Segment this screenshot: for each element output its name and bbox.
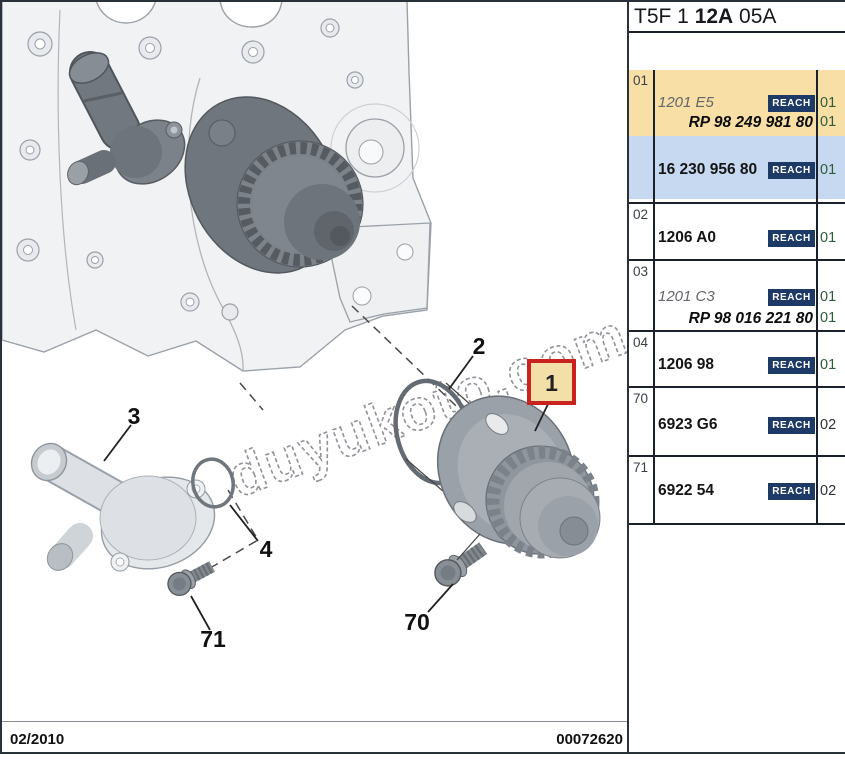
water-pump-art [405,382,601,559]
callout-3-label[interactable]: 3 [128,403,141,429]
ref-number: 71 [633,460,649,475]
bolt-71-art [167,561,215,597]
part-number[interactable]: 1206 A0 [658,229,717,246]
part-number[interactable]: 6922 54 [658,482,715,499]
column-divider [653,388,655,455]
table-section-70: 70 6923 G6 REACH 02 [629,388,845,457]
callout-1-label: 1 [545,370,558,396]
quantity: 02 [820,417,837,433]
column-divider [653,332,655,386]
ref-number: 03 [633,264,649,279]
replacement-part-number[interactable]: RP 98 249 981 80 [688,114,813,131]
quantity: 01 [820,114,837,130]
table-section-01: 01 1201 E5 REACH 01 RP 98 249 981 80 01 … [629,70,845,204]
column-divider [816,388,818,455]
reach-badge[interactable]: REACH [768,289,815,306]
part-number[interactable]: 1201 E5 [658,94,714,111]
ref-number: 01 [633,73,649,88]
column-divider [816,70,818,202]
page-border-bottom [0,752,845,754]
quantity: 01 [820,230,837,246]
thermostat-housing-art [30,442,216,572]
table-section-03: 03 1201 C3 REACH 01 RP 98 016 221 80 01 [629,261,845,332]
callout-leader-lines [103,355,550,631]
part-number[interactable]: 6923 G6 [658,416,718,433]
edition-date: 02/2010 [10,731,65,748]
column-divider [653,261,655,330]
column-divider [653,70,655,202]
table-section-04: 04 1206 98 REACH 01 [629,332,845,388]
column-divider [816,457,818,523]
footer-divider [2,721,627,722]
parts-table-panel: T5F 1 12A 05A 01 1201 E5 REACH 01 RP 98 … [629,2,845,753]
quantity: 01 [820,162,837,178]
quantity: 01 [820,95,837,111]
part-number[interactable]: 16 230 956 80 [658,161,758,178]
quantity: 01 [820,357,837,373]
callout-2-label[interactable]: 2 [473,333,486,359]
quantity: 01 [820,310,837,326]
quantity: 02 [820,483,837,499]
reach-badge[interactable]: REACH [768,483,815,500]
page-border-left [0,0,2,754]
callout-70-label[interactable]: 70 [404,609,430,635]
column-divider [816,204,818,259]
part-number[interactable]: 1206 98 [658,356,715,373]
document-number: 00072620 [556,731,623,748]
column-divider [653,204,655,259]
reach-badge[interactable]: REACH [768,357,815,374]
reach-badge[interactable]: REACH [768,417,815,434]
code-section: 12A [694,5,734,28]
part-number[interactable]: 1201 C3 [658,288,715,305]
quantity: 01 [820,289,837,305]
table-section-71: 71 6922 54 REACH 02 [629,457,845,525]
catalog-code-header: T5F 1 12A 05A [629,2,845,33]
callout-1-highlight-box[interactable]: 1 [527,359,576,405]
column-divider [653,457,655,523]
reach-badge[interactable]: REACH [768,162,815,179]
ref-number: 70 [633,391,649,406]
page-border-top [0,0,845,2]
callout-4-label[interactable]: 4 [260,536,273,562]
installed-housing-art [67,51,186,186]
callout-71-label[interactable]: 71 [200,626,226,652]
column-divider [816,261,818,330]
reach-badge[interactable]: REACH [768,95,815,112]
reach-badge[interactable]: REACH [768,230,815,247]
oring-small-art [191,457,235,509]
diagram-table-divider [627,0,629,753]
exploded-view-diagram: duyukoto.com [1,0,628,652]
replacement-part-number[interactable]: RP 98 016 221 80 [688,310,813,327]
column-divider [816,332,818,386]
code-prefix: T5F 1 [634,5,695,28]
installed-water-pump-art [184,96,364,274]
code-suffix: 05A [733,5,777,28]
ref-number: 04 [633,335,649,350]
table-spacer-row [629,33,845,72]
table-section-02: 02 1206 A0 REACH 01 [629,204,845,261]
ref-number: 02 [633,207,649,222]
bolt-70-art [434,542,488,587]
